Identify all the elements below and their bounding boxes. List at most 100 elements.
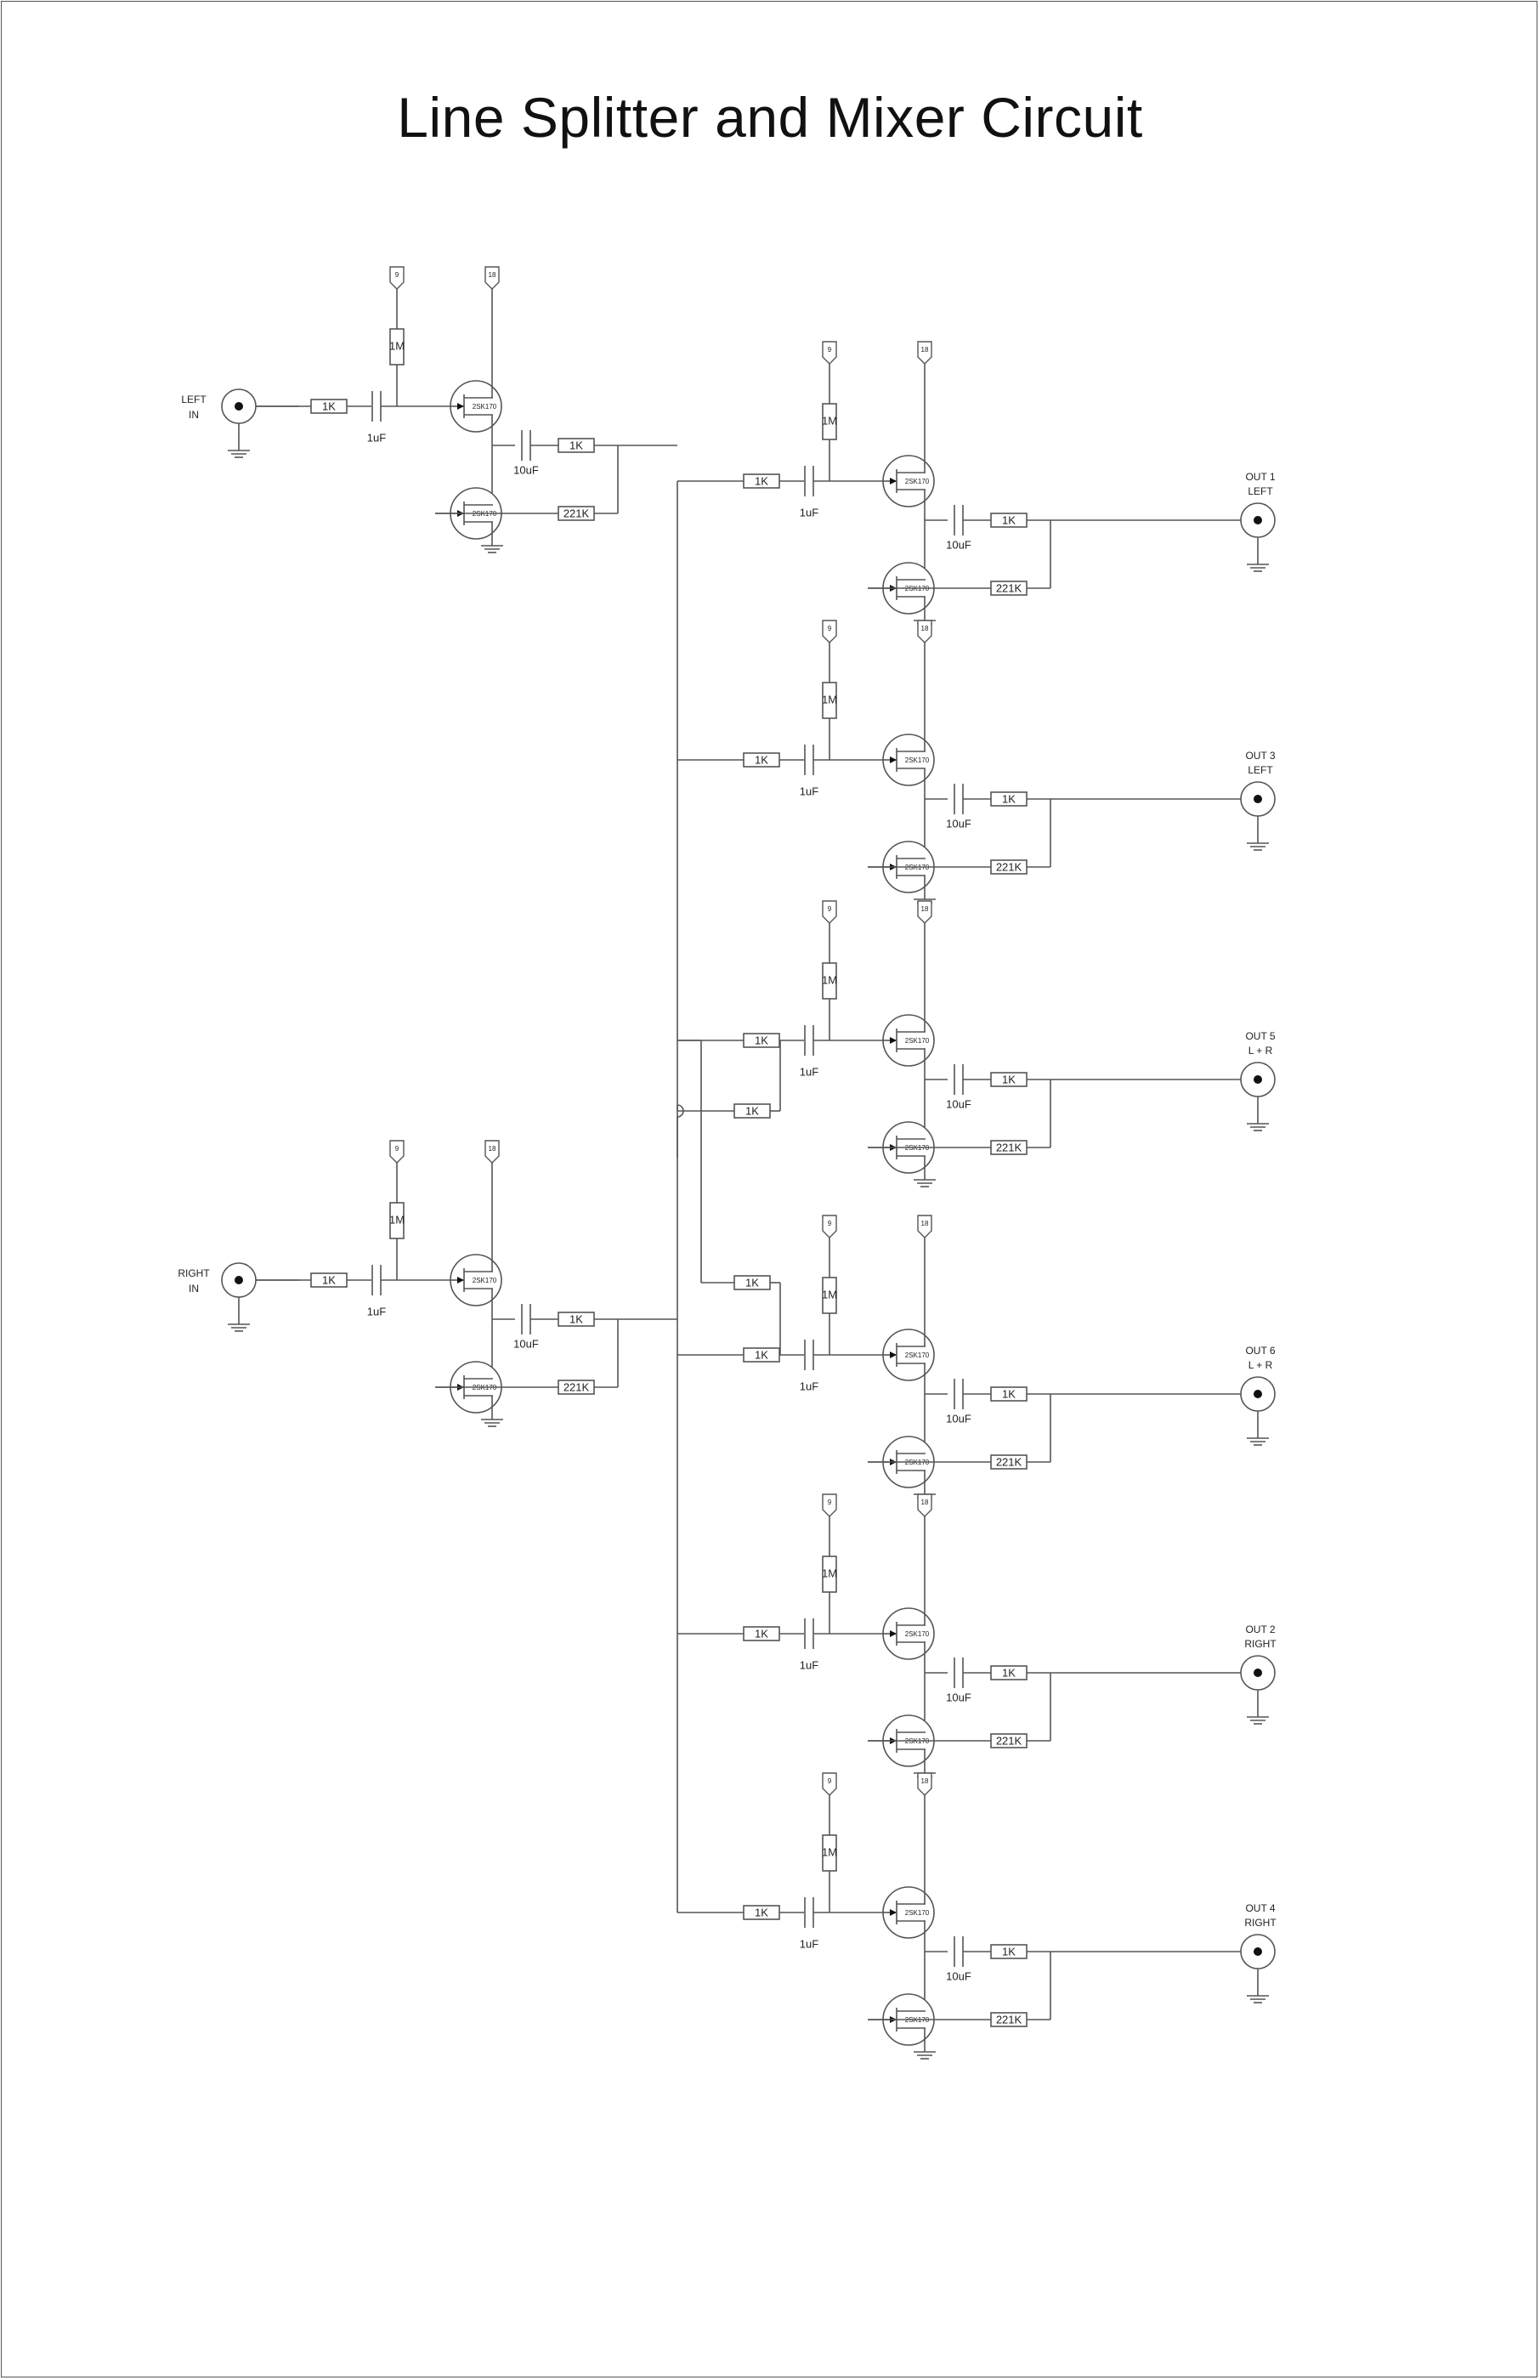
output-label: RIGHT bbox=[1244, 1638, 1277, 1650]
supply-flag bbox=[822, 620, 837, 643]
supply-voltage: 9 bbox=[395, 1145, 399, 1153]
output-label: L + R bbox=[1248, 1045, 1273, 1057]
supply-voltage: 18 bbox=[921, 625, 929, 632]
jfet-part-number: 2SK170 bbox=[473, 1277, 497, 1284]
gate-arrow bbox=[890, 1352, 897, 1358]
jfet: 2SK170 bbox=[882, 1014, 935, 1067]
gate-arrow bbox=[890, 756, 897, 763]
jfet: 2SK170 bbox=[882, 1886, 935, 1939]
input-label: IN bbox=[189, 409, 199, 421]
cap-gap bbox=[954, 1379, 964, 1409]
supply-flag bbox=[484, 1140, 500, 1164]
supply-flag bbox=[917, 900, 932, 924]
cap-gap bbox=[804, 1025, 814, 1056]
supply-flag bbox=[917, 341, 932, 365]
supply-voltage: 9 bbox=[828, 905, 832, 913]
cap-gap bbox=[371, 391, 382, 422]
resistor-value: 1M bbox=[822, 414, 837, 427]
resistor-value: 1M bbox=[822, 1288, 837, 1300]
resistor-value: 1K bbox=[569, 439, 583, 451]
cap-gap bbox=[371, 1265, 382, 1295]
output-label: RIGHT bbox=[1244, 1917, 1277, 1929]
cap-gap bbox=[521, 430, 531, 461]
resistor-value: 1K bbox=[1002, 1073, 1016, 1085]
supply-flag bbox=[822, 1215, 837, 1238]
gate-arrow bbox=[890, 1909, 897, 1916]
cap-gap bbox=[954, 1658, 964, 1688]
output-label: L + R bbox=[1248, 1359, 1273, 1371]
supply-flag bbox=[917, 620, 932, 643]
jfet: 2SK170 bbox=[450, 380, 502, 433]
resistor-value: 1K bbox=[322, 400, 336, 412]
resistor-value: 1M bbox=[822, 1845, 837, 1858]
jfet-part-number: 2SK170 bbox=[905, 1630, 930, 1638]
output-label: OUT 4 bbox=[1245, 1902, 1275, 1914]
gate-arrow bbox=[890, 1037, 897, 1044]
supply-flag bbox=[389, 266, 405, 290]
gate-arrow bbox=[457, 403, 464, 410]
resistor-value: 1K bbox=[755, 1034, 768, 1046]
output-label: OUT 1 bbox=[1245, 471, 1275, 483]
input-stage-left: LEFTIN1K1uF91M2SK1701810uF1K2SK170221K bbox=[181, 266, 677, 553]
jfet-part-number: 2SK170 bbox=[905, 1909, 930, 1917]
output-label: OUT 6 bbox=[1245, 1345, 1275, 1357]
resistor-value: 221K bbox=[996, 1455, 1022, 1468]
resistor-value: 1K bbox=[1002, 1666, 1016, 1679]
supply-voltage: 18 bbox=[921, 346, 929, 354]
jfet-part-number: 2SK170 bbox=[905, 478, 930, 485]
resistor-value: 1K bbox=[1002, 1945, 1016, 1958]
supply-voltage: 18 bbox=[921, 905, 929, 913]
jfet-part-number: 2SK170 bbox=[905, 756, 930, 764]
cap-label: 10uF bbox=[946, 1969, 971, 1982]
jfet: 2SK170 bbox=[450, 1254, 502, 1306]
output-label: OUT 3 bbox=[1245, 750, 1275, 762]
output-stage-out3: 1K1uF91M2SK1701810uF1K2SK170221KOUT 3LEF… bbox=[677, 620, 1276, 907]
jfet: 2SK170 bbox=[882, 1607, 935, 1660]
cap-gap bbox=[954, 784, 964, 814]
jfet-part-number: 2SK170 bbox=[905, 1037, 930, 1045]
resistor-value: 1M bbox=[389, 339, 405, 352]
resistor-value: 221K bbox=[996, 1734, 1022, 1747]
cap-gap bbox=[804, 745, 814, 775]
supply-voltage: 9 bbox=[828, 1220, 832, 1227]
cap-gap bbox=[804, 1897, 814, 1928]
supply-flag bbox=[917, 1215, 932, 1238]
cap-label: 1uF bbox=[800, 1658, 818, 1671]
supply-flag bbox=[822, 1493, 837, 1517]
cap-label: 10uF bbox=[946, 1097, 971, 1110]
resistor-value: 1K bbox=[745, 1104, 759, 1117]
jack-pin bbox=[1254, 1947, 1262, 1956]
supply-flag bbox=[484, 266, 500, 290]
cap-label: 10uF bbox=[946, 538, 971, 551]
cap-gap bbox=[804, 1618, 814, 1649]
supply-voltage: 9 bbox=[828, 346, 832, 354]
supply-flag bbox=[917, 1772, 932, 1796]
resistor-value: 1K bbox=[755, 1348, 768, 1361]
gate-arrow bbox=[890, 478, 897, 484]
supply-voltage: 18 bbox=[489, 271, 496, 279]
supply-voltage: 18 bbox=[489, 1145, 496, 1153]
output-stage-out5: 1K1uF91M2SK1701810uF1K2SK170221KOUT 5L +… bbox=[677, 900, 1276, 1187]
cap-label: 10uF bbox=[946, 1412, 971, 1425]
input-label: IN bbox=[189, 1283, 199, 1295]
resistor-value: 1K bbox=[755, 474, 768, 487]
cap-gap bbox=[804, 1340, 814, 1370]
input-label: RIGHT bbox=[178, 1267, 210, 1279]
jfet: 2SK170 bbox=[882, 1329, 935, 1381]
jack-pin bbox=[1254, 516, 1262, 524]
resistor-value: 221K bbox=[563, 507, 590, 519]
resistor-value: 1M bbox=[822, 693, 837, 706]
resistor-value: 221K bbox=[996, 2013, 1022, 2026]
cap-label: 1uF bbox=[800, 1937, 818, 1950]
resistor-value: 221K bbox=[996, 1141, 1022, 1153]
cap-gap bbox=[954, 1064, 964, 1095]
jack-pin bbox=[1254, 1390, 1262, 1398]
resistor-value: 1K bbox=[569, 1312, 583, 1325]
cap-label: 1uF bbox=[367, 431, 386, 444]
cap-gap bbox=[954, 505, 964, 536]
cap-label: 1uF bbox=[800, 506, 818, 518]
supply-voltage: 18 bbox=[921, 1220, 929, 1227]
resistor-value: 1K bbox=[1002, 1387, 1016, 1400]
